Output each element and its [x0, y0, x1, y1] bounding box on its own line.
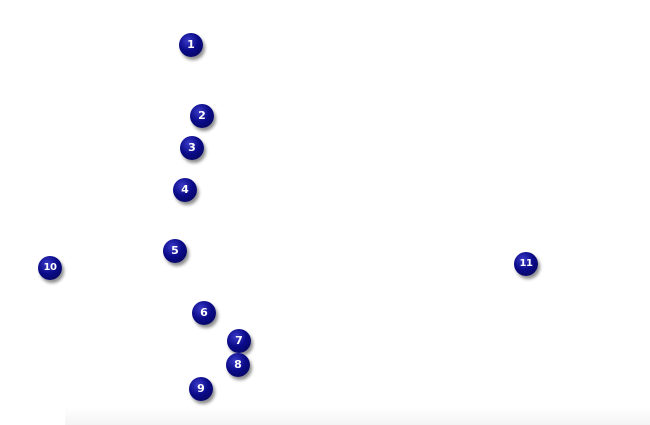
marker-3[interactable]: 3	[180, 136, 204, 160]
marker-4[interactable]: 4	[173, 178, 197, 202]
marker-11[interactable]: 11	[514, 252, 538, 276]
marker-10[interactable]: 10	[38, 256, 62, 280]
marker-5[interactable]: 5	[163, 239, 187, 263]
bottom-band	[65, 407, 650, 425]
marker-8[interactable]: 8	[226, 353, 250, 377]
marker-9[interactable]: 9	[189, 377, 213, 401]
marker-7[interactable]: 7	[227, 329, 251, 353]
marker-6[interactable]: 6	[192, 301, 216, 325]
marker-1[interactable]: 1	[179, 33, 203, 57]
marker-2[interactable]: 2	[190, 104, 214, 128]
